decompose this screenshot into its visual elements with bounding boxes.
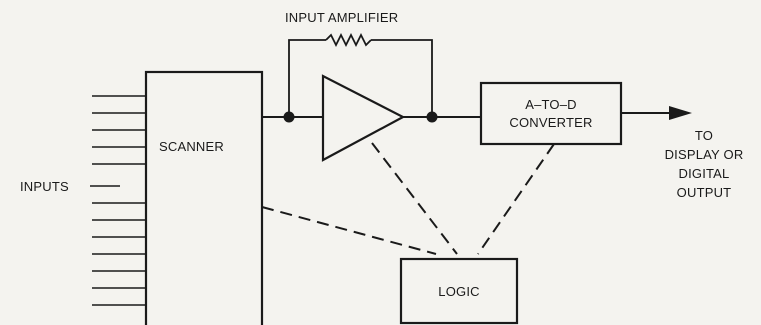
feedback-wire-right xyxy=(371,39,433,117)
converter-control-line xyxy=(477,143,555,255)
converter-label-line1: A–TO–D xyxy=(525,97,577,112)
scanner-label: SCANNER xyxy=(159,139,224,154)
amplifier-triangle xyxy=(321,74,406,162)
amplifier-control-line xyxy=(371,142,458,255)
output-label-line2: DISPLAY OR xyxy=(664,147,744,162)
input-amplifier-label: INPUT AMPLIFIER xyxy=(285,10,399,25)
scanner-control-line xyxy=(261,206,437,255)
input-lines xyxy=(90,95,146,306)
junction-dot-right xyxy=(426,111,438,123)
converter-label-line2: CONVERTER xyxy=(509,115,593,130)
logic-label: LOGIC xyxy=(438,284,480,299)
feedback-wire-left xyxy=(288,39,326,117)
control-lines xyxy=(261,142,555,255)
output-arrowhead xyxy=(669,106,692,120)
inputs-label: INPUTS xyxy=(20,179,69,194)
output-label-line4: OUTPUT xyxy=(676,185,732,200)
output-label-line1: TO xyxy=(694,128,714,143)
scanner-box xyxy=(144,70,264,325)
feedback-resistor xyxy=(325,32,372,48)
logic-box xyxy=(399,257,519,325)
output-label-line3: DIGITAL xyxy=(678,166,730,181)
